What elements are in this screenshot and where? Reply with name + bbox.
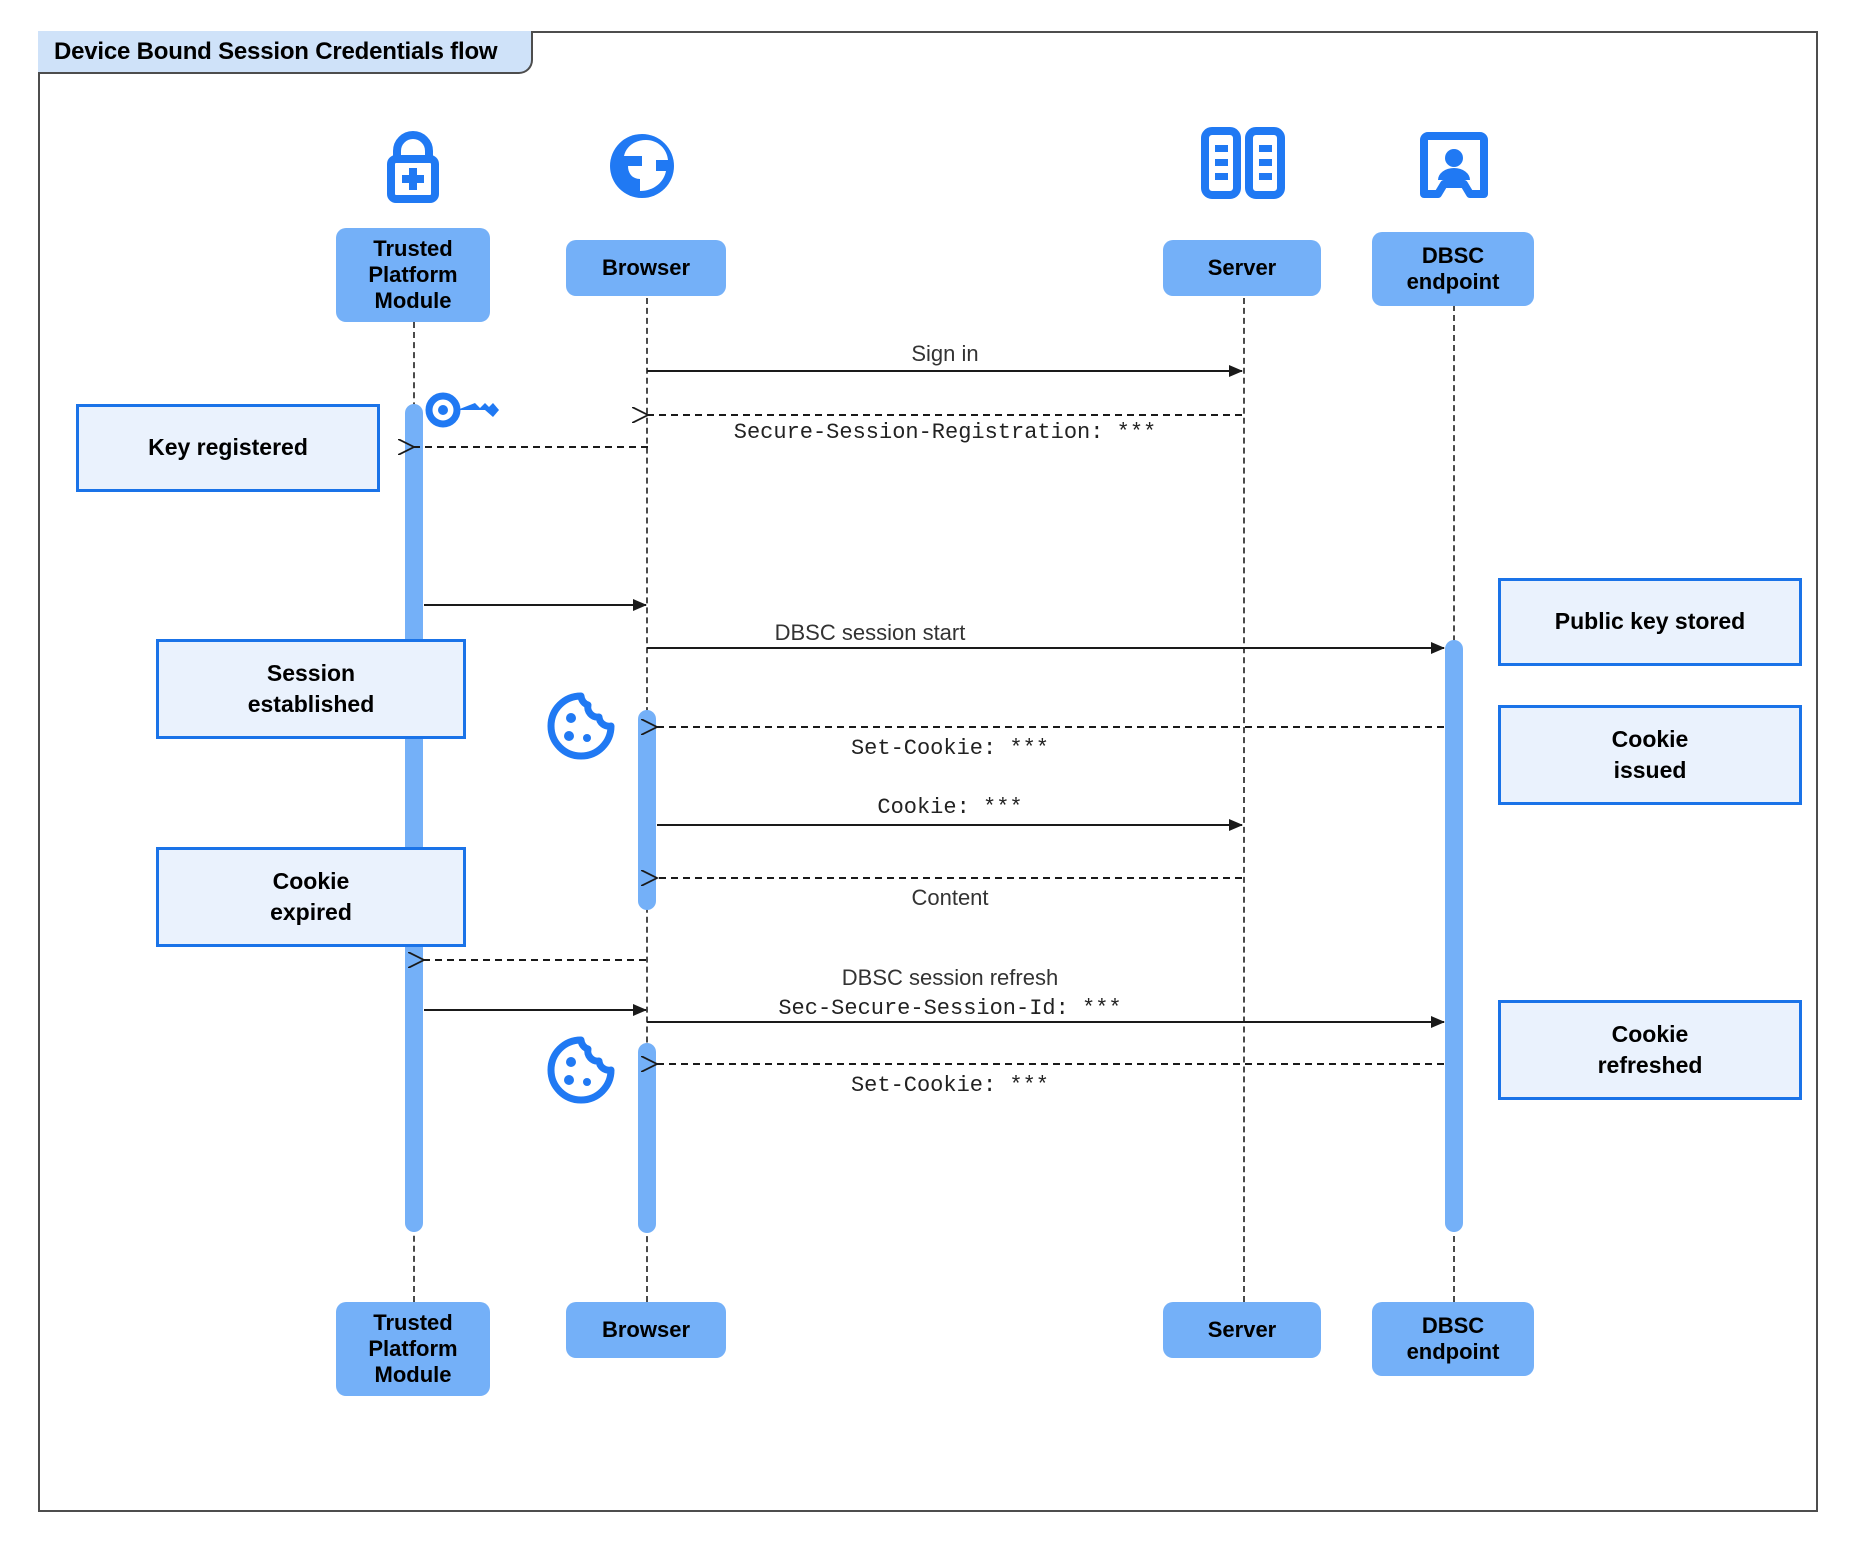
participant-server-bottom[interactable]: Server bbox=[1163, 1302, 1321, 1358]
message-label-secure-session-registration: Secure-Session-Registration: *** bbox=[733, 420, 1157, 445]
message-label-set-cookie-1: Set-Cookie: *** bbox=[850, 736, 1050, 761]
message-label-cookie: Cookie: *** bbox=[877, 795, 1023, 820]
lifeline-server bbox=[1243, 268, 1245, 1302]
note-text: Key registered bbox=[148, 434, 308, 461]
message-label-content: Content bbox=[911, 885, 989, 910]
id-badge-icon bbox=[1418, 128, 1490, 204]
message-label-dbsc-session-refresh: DBSC session refresh bbox=[841, 965, 1059, 990]
participant-label: Server bbox=[1207, 255, 1277, 281]
diagram-title-tab: Device Bound Session Credentials flow bbox=[38, 31, 534, 74]
key-icon bbox=[425, 385, 501, 435]
participant-label: Browser bbox=[601, 255, 691, 281]
message-label-sign-in: Sign in bbox=[911, 341, 979, 366]
globe-icon bbox=[604, 128, 680, 204]
participant-label: Server bbox=[1207, 1317, 1277, 1343]
message-label-dbsc-session-start: DBSC session start bbox=[774, 620, 966, 645]
message-label-set-cookie-2: Set-Cookie: *** bbox=[850, 1073, 1050, 1098]
activation-bar-tpm bbox=[405, 404, 423, 1232]
note-text: Public key stored bbox=[1554, 608, 1746, 635]
note-key-registered: Key registered bbox=[76, 404, 380, 492]
activation-bar-browser-2 bbox=[638, 1043, 656, 1233]
page-title: Device Bound Session Credentials flow bbox=[54, 37, 498, 65]
participant-server-top[interactable]: Server bbox=[1163, 240, 1321, 296]
participant-browser-bottom[interactable]: Browser bbox=[566, 1302, 726, 1358]
cookie-icon-2 bbox=[545, 1034, 617, 1106]
message-label-sec-secure-session-id: Sec-Secure-Session-Id: *** bbox=[778, 996, 1122, 1021]
participant-browser-top[interactable]: Browser bbox=[566, 240, 726, 296]
cookie-icon-1 bbox=[545, 690, 617, 762]
activation-bar-dbsc bbox=[1445, 640, 1463, 1232]
padlock-plus-icon bbox=[373, 125, 453, 205]
participant-label: Browser bbox=[601, 1317, 691, 1343]
activation-bar-browser-1 bbox=[638, 710, 656, 910]
server-rack-icon bbox=[1199, 125, 1287, 203]
note-public-key-stored: Public key stored bbox=[1498, 578, 1802, 666]
